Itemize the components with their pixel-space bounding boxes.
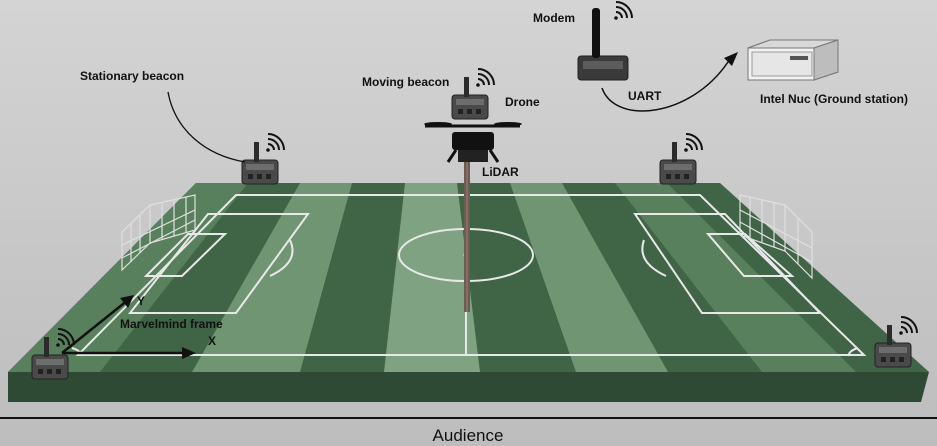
- right-goal: [739, 194, 813, 280]
- modem: [577, 1, 633, 81]
- modem-label: Modem: [533, 11, 575, 25]
- stationary-beacon-top-left: [241, 133, 285, 185]
- uart-label: UART: [628, 89, 662, 103]
- marvelmind-frame-label: Marvelmind frame: [120, 317, 223, 331]
- y-axis-label: Y: [137, 294, 145, 308]
- uart-arrowhead: [724, 52, 738, 66]
- audience-label: Audience: [433, 426, 504, 445]
- stationary-beacon-top-right: [659, 133, 703, 185]
- y-axis-arrowhead: [120, 295, 134, 308]
- lidar-beam: [464, 162, 470, 312]
- drone-label: Drone: [505, 95, 540, 109]
- ground-station-label: Intel Nuc (Ground station): [760, 92, 908, 106]
- marvelmind-axes: [61, 299, 186, 355]
- moving-beacon: [451, 68, 495, 120]
- stationary-beacon-label: Stationary beacon: [80, 69, 184, 83]
- x-axis-arrowhead: [182, 347, 196, 359]
- lidar-label: LiDAR: [482, 165, 519, 179]
- intel-nuc-ground-station: [747, 39, 839, 81]
- drone: [424, 122, 522, 163]
- left-goal: [121, 194, 196, 272]
- stationary-beacon-callout: [167, 91, 246, 163]
- x-axis-label: X: [208, 334, 216, 348]
- moving-beacon-label: Moving beacon: [362, 75, 449, 89]
- uart-link: [601, 61, 729, 112]
